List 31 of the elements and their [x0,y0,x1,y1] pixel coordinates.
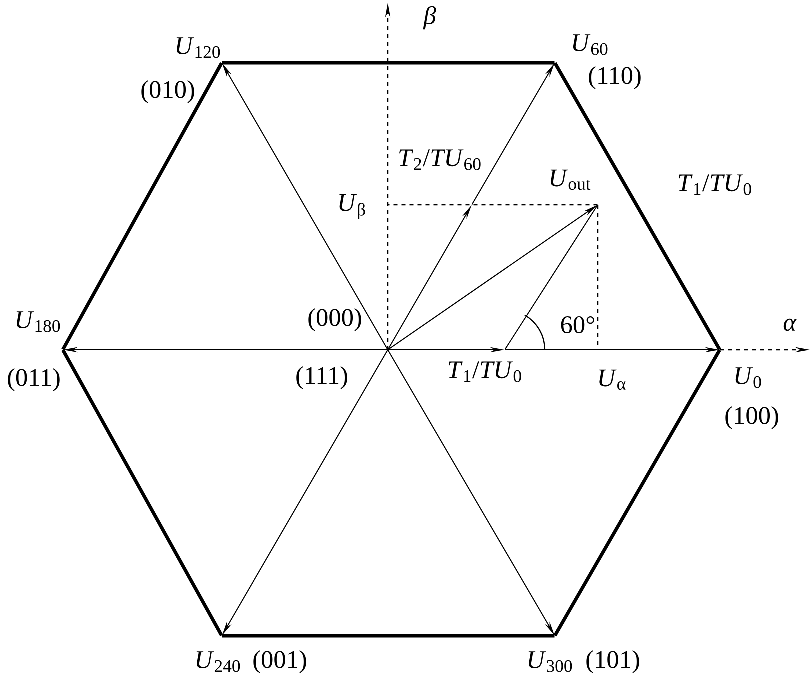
vector-label: U$_{α}$ [600,370,626,390]
vector-label: (010) [142,80,194,104]
vector-label: U$_{300}$ [528,652,572,672]
vector-label: U$_{120}$ [176,38,220,58]
angle-label: 60° [561,316,594,334]
vector-label: (100) [726,406,778,430]
vector-label: (111) [296,366,348,390]
axis-label: β [423,6,436,30]
vector-label: (000) [308,308,362,332]
vector-label: T$_{1}$/TU$_{0}$ [448,362,522,382]
hexagon-side [62,62,224,351]
hexagon-side [222,61,555,65]
hexagon-side [554,349,722,637]
vector-label: T$_{2}$/TU$_{60}$ [400,150,481,170]
vector-label: U$_{β}$ [340,194,366,220]
vector-label: (011) [8,368,60,392]
vector-label: U$_{180}$ [16,312,60,332]
vector-label: T$_{1}$/TU$_{0}$ [678,174,752,196]
axis-label: α [784,318,797,332]
hexagon-side [222,634,555,638]
vector-label: (110) [589,66,641,90]
hexagon-side [62,349,224,637]
vector-label: (101) [586,650,640,674]
component-line [504,204,598,350]
vector-label: U$_{60}$ [573,34,608,56]
hexagon-side [554,62,722,351]
projection-line [388,204,598,206]
vector-label: U$_{240}$ [196,652,240,672]
vector-label: U$_{0}$ [736,368,762,388]
vector-label: U$_{out}$ [550,170,591,190]
vector-label: (001) [254,650,306,674]
